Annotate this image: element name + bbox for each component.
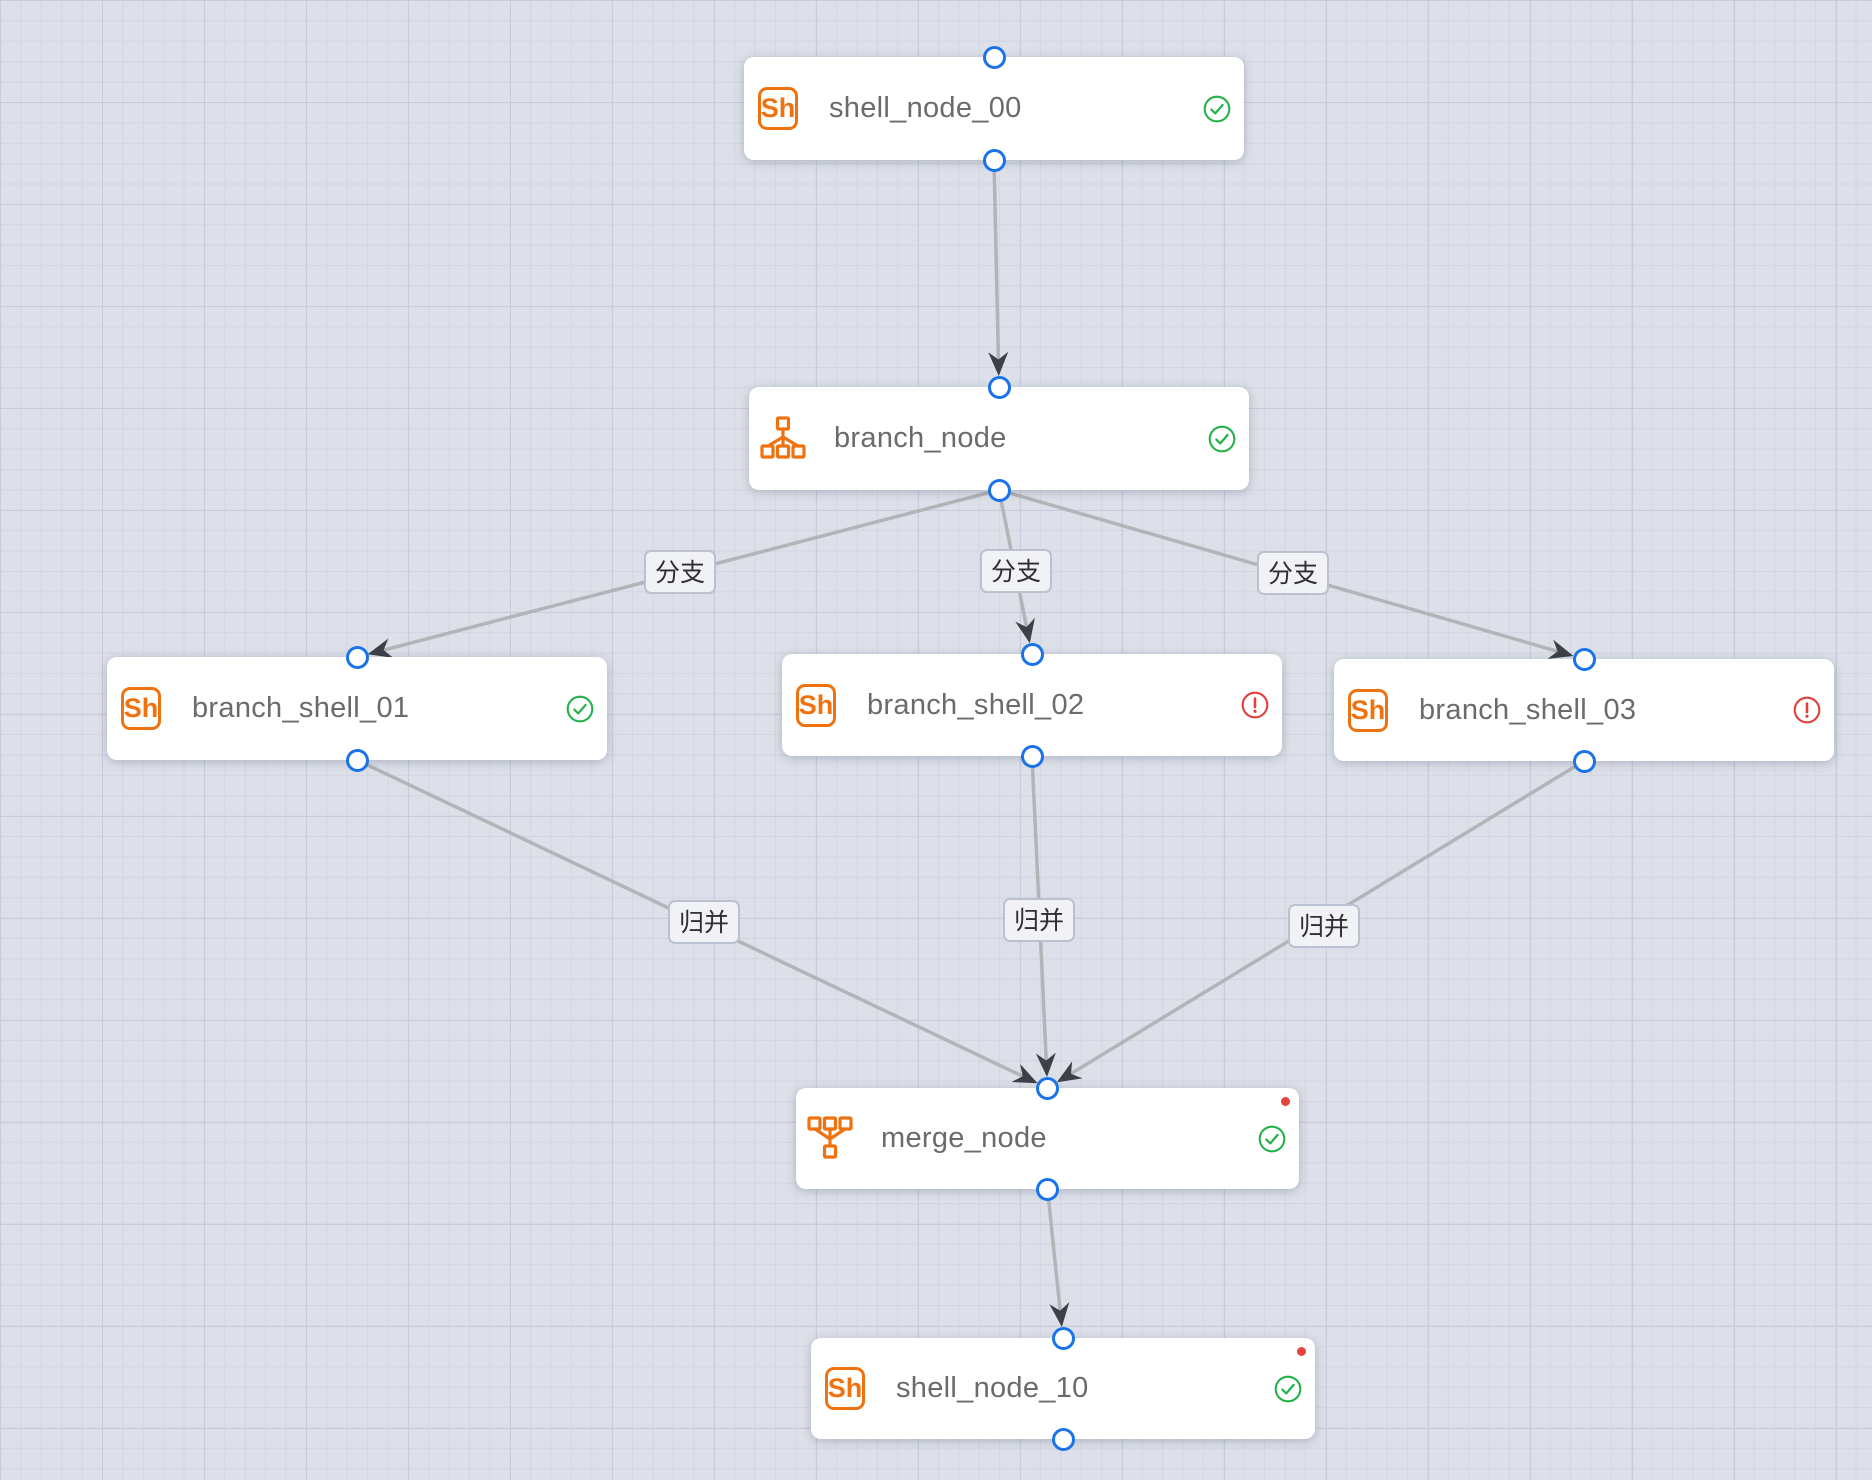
edge-shell_node_00-to-branch_node[interactable] — [988, 159, 1009, 377]
node-shell_node_10[interactable]: Sh shell_node_10 — [811, 1326, 1315, 1451]
edge-label-branch_node-to-branch_shell_01[interactable]: 分支 — [643, 550, 717, 594]
node-branch_shell_01[interactable]: Sh branch_shell_01 — [107, 645, 607, 772]
edge-merge_node-to-shell_node_10[interactable] — [1045, 1188, 1070, 1328]
input-port-branch_shell_01[interactable] — [345, 645, 369, 669]
node-branch_shell_03[interactable]: Sh branch_shell_03 — [1334, 647, 1834, 773]
output-port-shell_node_00[interactable] — [982, 148, 1006, 172]
edge-label-branch_node-to-branch_shell_03[interactable]: 分支 — [1256, 551, 1330, 595]
node-shell_node_00[interactable]: Sh shell_node_00 — [744, 45, 1244, 172]
unsaved-indicator-dot — [1281, 1097, 1290, 1106]
node-title: branch_shell_02 — [867, 688, 1085, 721]
node-branch_node[interactable]: branch_node — [749, 375, 1249, 502]
merge-icon — [807, 1116, 853, 1159]
output-port-merge_node[interactable] — [1036, 1177, 1059, 1201]
shell-node-icon: Sh — [121, 687, 161, 730]
edge-label-branch_shell_03-to-merge_node[interactable]: 归并 — [1287, 904, 1361, 948]
node-title: merge_node — [881, 1122, 1047, 1154]
success-status-icon — [566, 695, 594, 723]
unsaved-indicator-dot — [1297, 1347, 1306, 1356]
edge-label-branch_node-to-branch_shell_02[interactable]: 分支 — [979, 549, 1053, 593]
output-port-branch_node[interactable] — [987, 478, 1011, 502]
success-status-icon — [1208, 425, 1236, 453]
error-status-icon — [1793, 696, 1821, 724]
success-status-icon — [1203, 95, 1231, 123]
node-title: branch_shell_03 — [1419, 693, 1637, 726]
node-title: branch_node — [834, 422, 1007, 454]
output-port-shell_node_10[interactable] — [1051, 1427, 1075, 1451]
output-port-branch_shell_02[interactable] — [1020, 744, 1044, 768]
shell-node-icon: Sh — [758, 87, 798, 130]
edge-label-branch_shell_02-to-merge_node[interactable]: 归并 — [1002, 898, 1076, 942]
edge-label-branch_shell_01-to-merge_node[interactable]: 归并 — [667, 900, 741, 944]
output-port-branch_shell_03[interactable] — [1572, 749, 1596, 773]
success-status-icon — [1274, 1375, 1302, 1403]
input-port-shell_node_00[interactable] — [982, 45, 1006, 69]
output-port-branch_shell_01[interactable] — [345, 748, 369, 772]
node-title: branch_shell_01 — [192, 692, 410, 724]
input-port-branch_shell_02[interactable] — [1020, 642, 1044, 666]
shell-node-icon: Sh — [825, 1367, 865, 1410]
node-merge_node[interactable]: merge_node — [796, 1076, 1299, 1201]
success-status-icon — [1258, 1125, 1286, 1153]
input-port-branch_shell_03[interactable] — [1572, 647, 1596, 671]
input-port-branch_node[interactable] — [987, 375, 1011, 399]
node-title: shell_node_00 — [829, 92, 1022, 124]
error-status-icon — [1241, 691, 1269, 719]
input-port-shell_node_10[interactable] — [1051, 1326, 1075, 1350]
shell-node-icon: Sh — [796, 683, 836, 727]
node-title: shell_node_10 — [896, 1372, 1089, 1404]
branch-icon — [760, 416, 806, 459]
node-branch_shell_02[interactable]: Sh branch_shell_02 — [782, 642, 1282, 768]
input-port-merge_node[interactable] — [1036, 1076, 1059, 1100]
shell-node-icon: Sh — [1348, 688, 1388, 732]
